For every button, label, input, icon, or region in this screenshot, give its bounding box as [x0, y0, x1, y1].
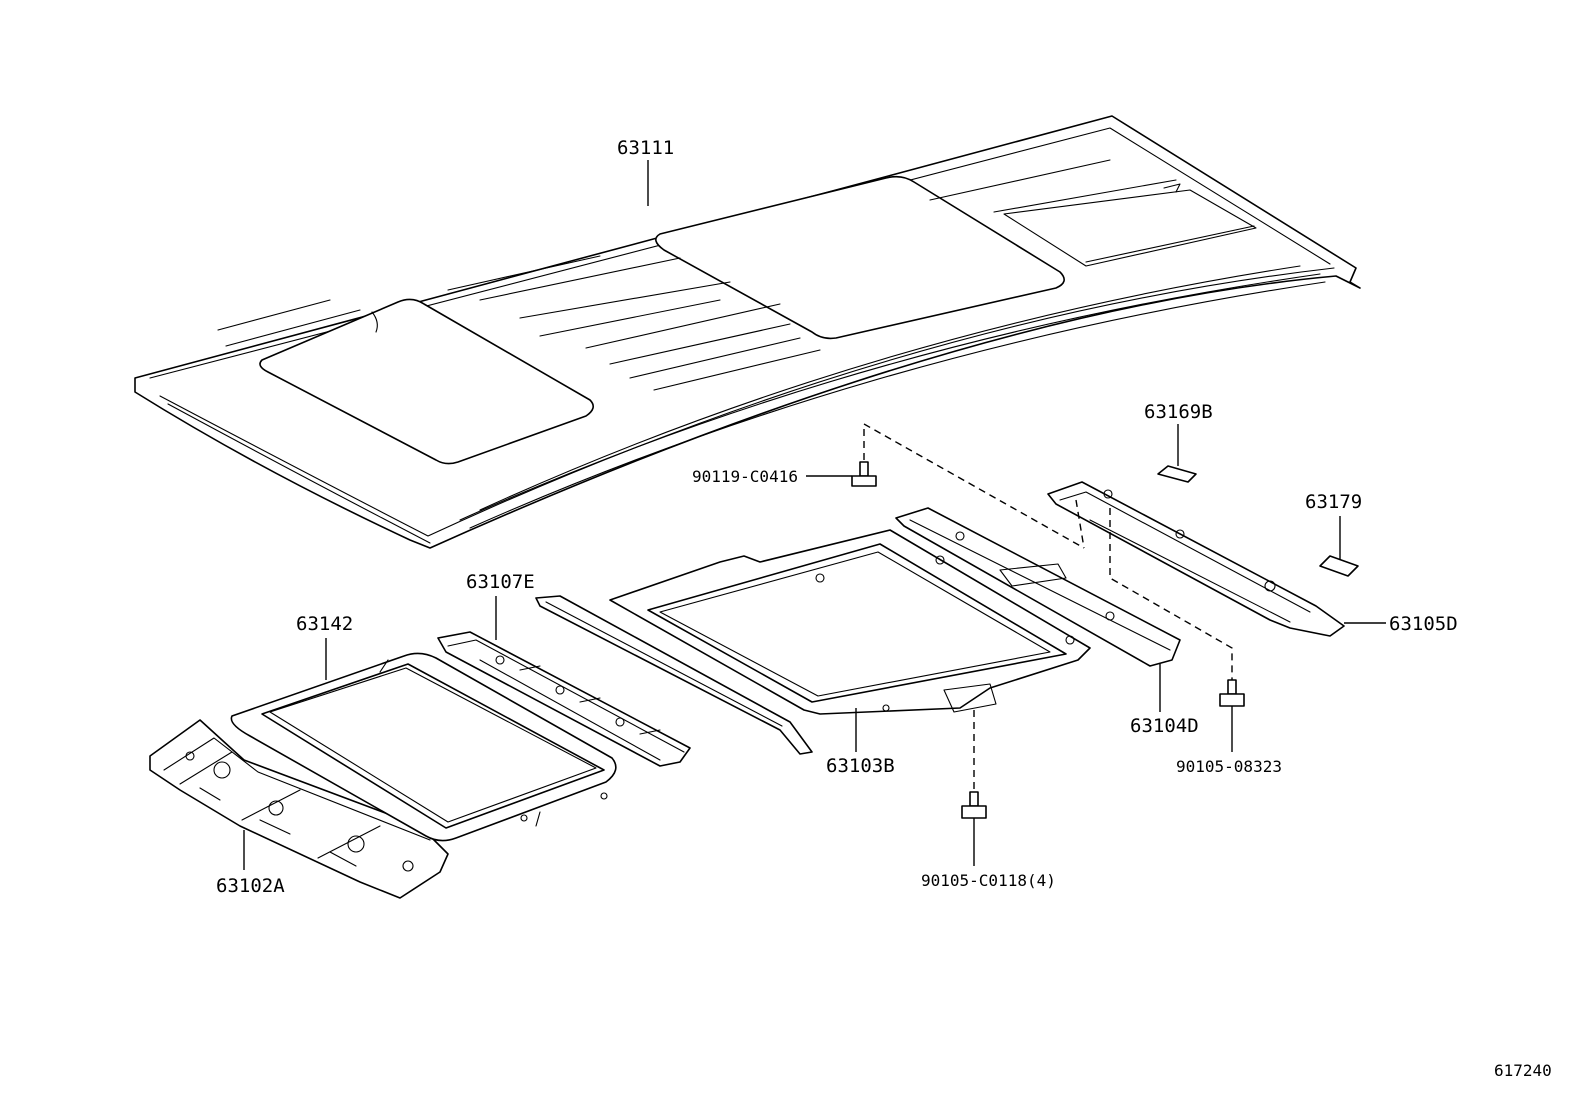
label-63105d: 63105D: [1389, 613, 1458, 635]
roof-side-rail-left: [535, 595, 813, 755]
bolt-90119-c0416: [851, 461, 877, 487]
rear-roof-panel-reinforcement: [149, 719, 449, 899]
leader-lines: [243, 160, 1386, 870]
sunroof-housing-frame: [230, 652, 617, 842]
pad-63179: [1319, 555, 1359, 577]
bolt-90105-08323: [1219, 679, 1245, 707]
roof-header-panel-front: [437, 631, 691, 767]
part-labels: 63111 63169B 63179 90119-C0416 63107E 63…: [216, 137, 1458, 897]
roof-center-frame: [609, 529, 1091, 715]
roof-header-rear: [1047, 481, 1345, 637]
diagram-reference-number: 617240: [1494, 1061, 1552, 1080]
alignment-dashed-lines: [863, 422, 1233, 792]
label-63107e: 63107E: [466, 571, 535, 593]
roof-panel: [134, 115, 1361, 549]
label-63102a: 63102A: [216, 875, 285, 897]
label-63142: 63142: [296, 613, 353, 635]
label-63103b: 63103B: [826, 755, 895, 777]
label-63179: 63179: [1305, 491, 1362, 513]
label-90105-08323: 90105-08323: [1176, 757, 1282, 776]
label-63111: 63111: [617, 137, 674, 159]
bolt-90105-c0118: [961, 791, 987, 819]
pad-63169b: [1157, 465, 1197, 483]
label-90119-c0416: 90119-C0416: [692, 467, 798, 486]
label-63104d: 63104D: [1130, 715, 1199, 737]
label-63169b: 63169B: [1144, 401, 1213, 423]
label-90105-c0118: 90105-C0118(4): [921, 871, 1056, 890]
roof-bow-center: [895, 507, 1181, 667]
